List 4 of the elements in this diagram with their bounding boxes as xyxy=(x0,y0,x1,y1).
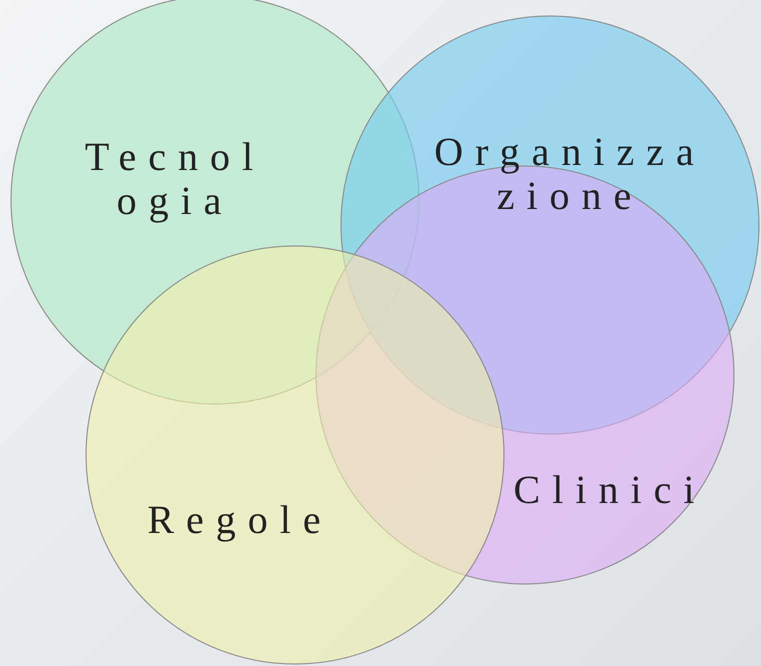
circle-label: Clinici xyxy=(512,468,708,512)
circle-label: Tecnol ogia xyxy=(84,135,266,223)
circle-label: Organizza zione xyxy=(433,130,707,218)
circle-label: Regole xyxy=(146,498,334,542)
